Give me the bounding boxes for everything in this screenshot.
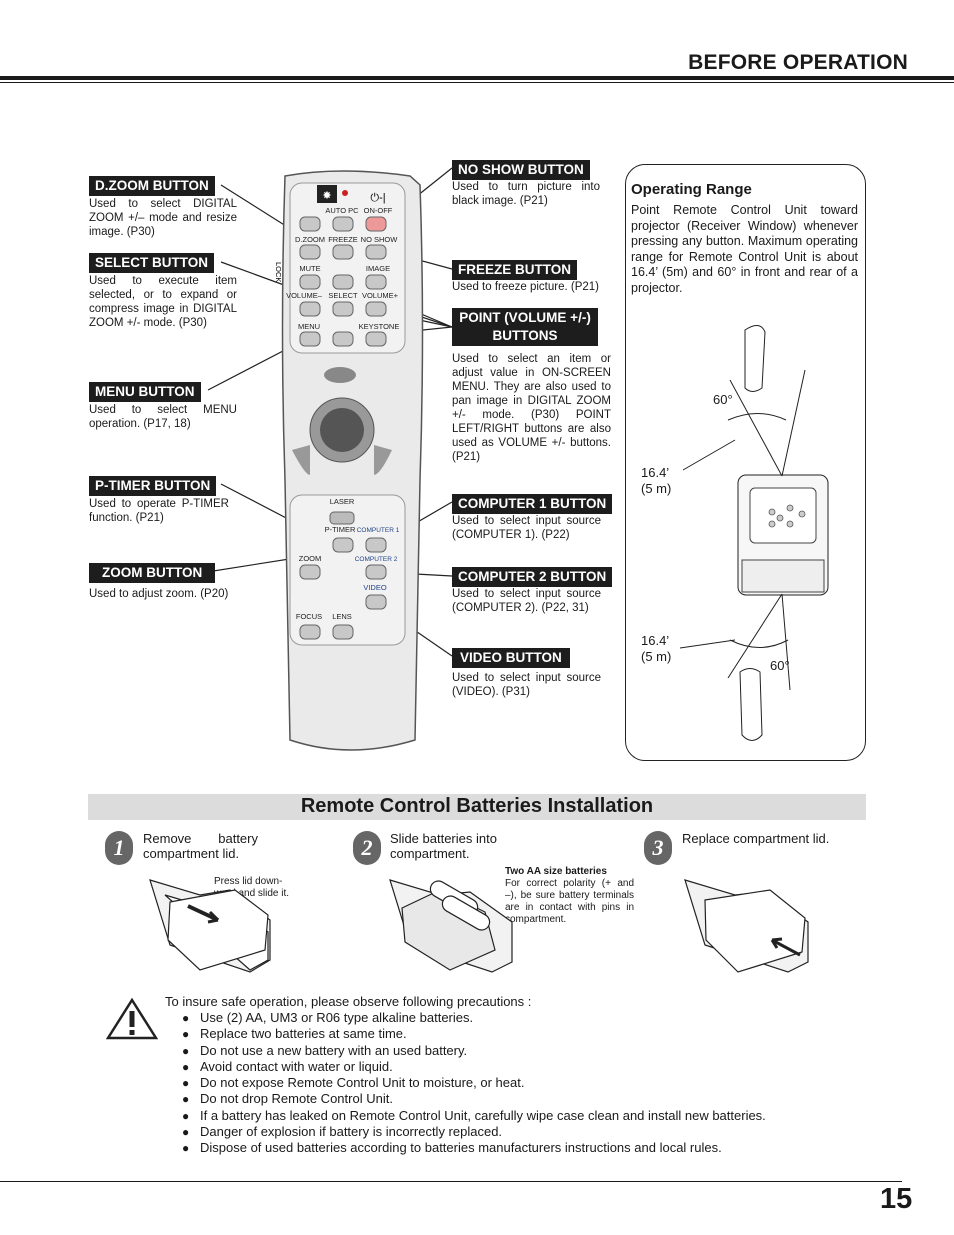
precaution-item: Use (2) AA, UM3 or R06 type alkaline bat… [182,1010,766,1027]
video-button-label: VIDEO BUTTON [452,648,570,668]
freeze-button-label: FREEZE BUTTON [452,260,578,280]
video-button-desc: Used to select input source (VIDEO). (P3… [452,672,601,698]
remote-label-computer1: COMPUTER 1 [357,527,400,534]
remote-label-freeze: FREEZE [328,235,358,244]
remote-label-menu: MENU [298,322,320,331]
remote-label-video: VIDEO [363,583,387,592]
distance-bottom: 16.4’ (5 m) [641,633,671,665]
header-rule [0,76,954,80]
menu-button-label: MENU BUTTON [89,382,201,402]
remote-label-laser: LASER [330,497,355,506]
step-2-text: Slide batteries into compartment. [390,831,497,861]
precaution-item: If a battery has leaked on Remote Contro… [182,1108,766,1125]
remote-label-volume-minus: VOLUME– [286,291,323,300]
battery-illustrations [149,879,809,973]
step-2-note-title: Two AA size batteries [505,866,607,877]
point-buttons-desc: Used to select an item or adjust value i… [452,353,611,463]
remote-label-dzoom: D.ZOOM [295,235,325,244]
angle-top: 60° [713,392,733,407]
angle-bottom: 60° [770,658,790,673]
remote-label-autopc: AUTO PC [325,206,359,215]
batteries-title: Remote Control Batteries Installation [300,795,654,817]
precaution-item: Dispose of used batteries according to b… [182,1140,766,1157]
indicator-lamp [342,190,348,196]
step-3-text: Replace compartment lid. [682,831,830,846]
remote-label-image: IMAGE [366,264,390,273]
dzoom-button-desc: Used to select DIGITAL ZOOM +/– mode and… [89,198,237,238]
laser-warning-icon [317,185,337,203]
ptimer-button-label: P-TIMER BUTTON [89,476,217,496]
step-1-text: Remove battery compartment lid. [143,831,258,861]
remote-label-noshow: NO SHOW [361,235,399,244]
ptimer-button-desc: Used to operate P-TIMER function. (P21) [89,498,229,524]
precaution-item: Avoid contact with water or liquid. [182,1059,766,1076]
remote-label-volume-plus: VOLUME+ [362,291,399,300]
remote-label-select: SELECT [328,291,358,300]
operating-range-text: Point Remote Control Unit toward project… [631,203,858,295]
noshow-button-desc: Used to turn picture into black image. (… [452,181,600,207]
select-button-desc: Used to execute item selected, or to exp… [89,275,237,329]
step-1-number: 1 [105,831,133,865]
dzoom-key [332,216,354,232]
dzoom-button-label: D.ZOOM BUTTON [89,176,215,196]
remote-power-symbol: ⏻-| [370,192,385,204]
remote-label-keystone: KEYSTONE [359,322,400,331]
precaution-item: Do not expose Remote Control Unit to moi… [182,1075,766,1092]
batteries-title-bar [88,794,866,820]
remote-label-focus: FOCUS [296,612,322,621]
remote-label-onoff: ON-OFF [364,206,393,215]
remote-label-mute: MUTE [299,264,320,273]
remote-label-lens: LENS [332,612,352,621]
section-title: BEFORE OPERATION [688,51,908,74]
precaution-item: Do not use a new battery with an used ba… [182,1043,766,1060]
distance-top: 16.4’ (5 m) [641,465,671,497]
zoom-button-label: ZOOM BUTTON [89,563,216,583]
point-label-line2: BUTTONS [492,328,558,343]
zoom-button-desc: Used to adjust zoom. (P20) [89,588,229,600]
header-rule-thin [0,82,954,83]
page-number: 15 [880,1183,913,1215]
distance-top-line1: 16.4’ [641,465,670,480]
precaution-item: Do not drop Remote Control Unit. [182,1091,766,1108]
svg-text:✸: ✸ [322,190,331,202]
computer1-button-desc: Used to select input source (COMPUTER 1)… [452,515,601,541]
select-button-label: SELECT BUTTON [89,253,215,273]
computer2-button-desc: Used to select input source (COMPUTER 2)… [452,588,601,614]
distance-top-line2: (5 m) [641,481,672,496]
point-buttons-label: POINT (VOLUME +/-) BUTTONS [452,308,598,346]
footer-rule [0,1181,902,1182]
operating-range-diagram [679,325,829,741]
computer1-button-label: COMPUTER 1 BUTTON [452,494,613,514]
remote-label-lock: LOCK [274,262,283,282]
step-1-note: Press lid down-ward and slide it. [214,876,290,899]
precaution-item: Danger of explosion if battery is incorr… [182,1124,766,1141]
remote-label-ptimer: P-TIMER [325,525,356,534]
remote-label-computer2: COMPUTER 2 [355,556,398,563]
battery-2 [441,895,491,931]
distance-bottom-line2: (5 m) [641,649,672,664]
noshow-button-label: NO SHOW BUTTON [452,160,590,180]
power-button [365,216,387,232]
freeze-button-desc: Used to freeze picture. (P21) [452,281,600,293]
distance-bottom-line1: 16.4’ [641,633,670,648]
remote-control-diagram: ✸ ⏻-| AUTO PC ON-OFF D.ZOOM FREEZE NO SH… [206,167,829,751]
menu-button-desc: Used to select MENU operation. (P17, 18) [89,404,237,430]
autopc-button [299,216,321,232]
computer2-button-label: COMPUTER 2 BUTTON [452,567,613,587]
warning-icon [106,998,158,1040]
operating-range-panel [625,164,866,761]
operating-range-title: Operating Range [631,181,752,198]
step-2-note: For correct polarity (+ and –), be sure … [505,878,634,925]
step-2-number: 2 [353,831,381,865]
remote-label-zoom: ZOOM [299,554,322,563]
precautions-list: Use (2) AA, UM3 or R06 type alkaline bat… [182,1010,766,1157]
point-label-line1: POINT (VOLUME +/-) [459,310,591,325]
precautions-intro: To insure safe operation, please observe… [165,994,532,1009]
step-3-number: 3 [644,831,672,865]
precaution-item: Replace two batteries at same time. [182,1026,766,1043]
